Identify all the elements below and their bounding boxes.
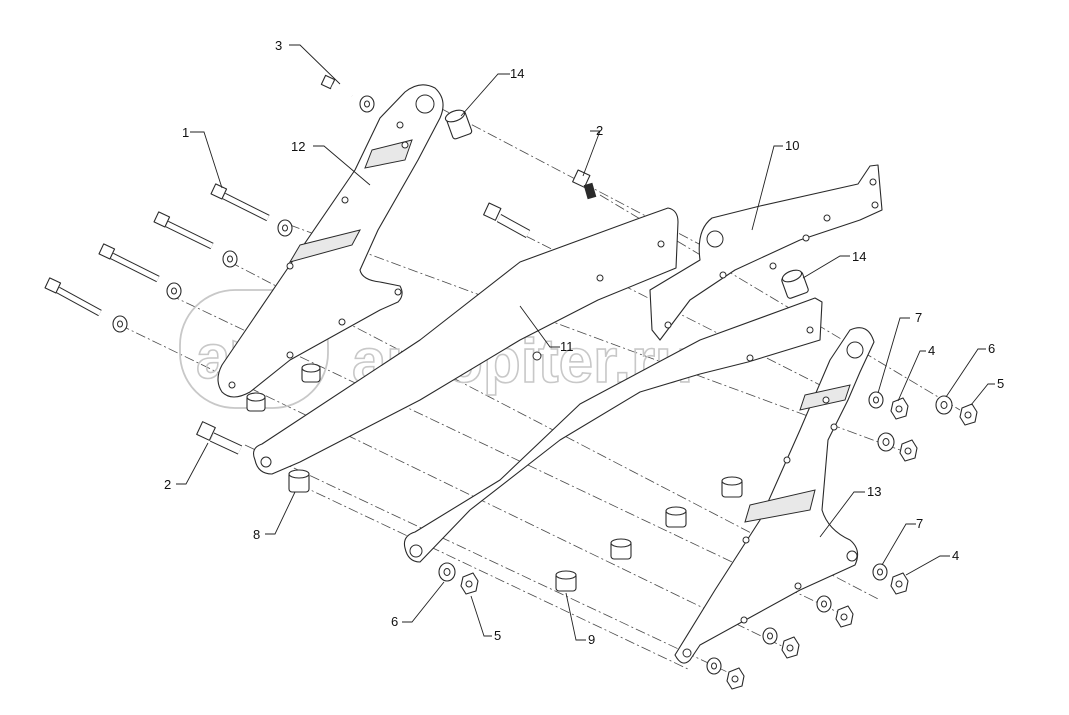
bolt-2-upper — [572, 169, 597, 200]
washers — [112, 95, 953, 675]
arm-9 — [403, 297, 823, 563]
bolt-1-upper — [210, 183, 270, 222]
bolt-2-lower — [196, 421, 243, 455]
bracket-plate-12 — [217, 84, 444, 398]
callout-label: 10 — [785, 138, 799, 153]
callout-label: 1 — [182, 125, 189, 140]
plate-10 — [649, 164, 883, 341]
callout-label: 13 — [867, 484, 881, 499]
callout-label: 7 — [915, 310, 922, 325]
callout-label: 6 — [988, 341, 995, 356]
arm-11 — [253, 207, 679, 475]
callout-label: 12 — [291, 139, 305, 154]
spacer-a — [610, 538, 632, 560]
bushing-8 — [288, 469, 310, 493]
spacer-left — [301, 363, 321, 383]
spacer-c — [721, 476, 743, 498]
bolt-1-b — [98, 243, 160, 283]
bushings — [246, 109, 809, 592]
callout-label: 3 — [275, 38, 282, 53]
callout-label: 4 — [928, 343, 935, 358]
callout-label: 14 — [510, 66, 524, 81]
spacer-9 — [555, 570, 577, 592]
spacer-left-2 — [246, 392, 266, 412]
spacer-b — [665, 506, 687, 528]
nuts — [460, 397, 978, 690]
bushing-14-upper — [444, 109, 473, 140]
callout-label: 7 — [916, 516, 923, 531]
bolts — [44, 74, 597, 455]
bracket-plate-13 — [674, 327, 875, 664]
bolt-3 — [320, 74, 353, 98]
callout-label: 5 — [494, 628, 501, 643]
bolt-1-a — [153, 211, 214, 250]
callout-label: 8 — [253, 527, 260, 542]
callout-labels: 3 14 1 12 2 10 14 11 7 4 6 5 2 8 13 7 4 … — [164, 38, 1004, 647]
leader-lines — [176, 44, 995, 641]
callout-label: 2 — [596, 123, 603, 138]
callout-label: 9 — [588, 632, 595, 647]
bolt-2-mid — [483, 202, 531, 238]
bushing-14-lower — [781, 269, 809, 299]
callout-label: 14 — [852, 249, 866, 264]
bolt-1-c — [44, 277, 102, 317]
callout-label: 2 — [164, 477, 171, 492]
callout-label: 11 — [560, 339, 574, 354]
callout-label: 4 — [952, 548, 959, 563]
callout-label: 5 — [997, 376, 1004, 391]
callout-label: 6 — [391, 614, 398, 629]
